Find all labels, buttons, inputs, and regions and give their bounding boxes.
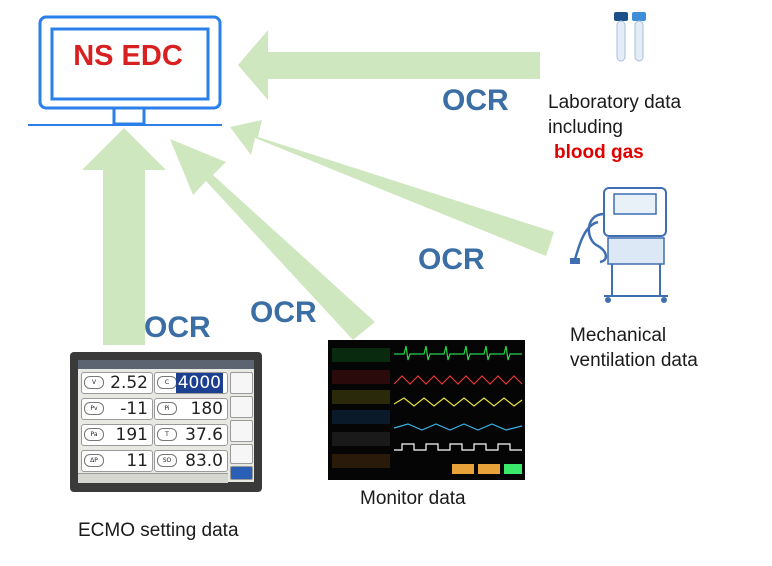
caption-monitor: Monitor data	[360, 488, 466, 509]
monitor-device-image	[328, 340, 525, 480]
ecmo-pven-value: -11	[120, 399, 148, 419]
caption-laboratory-line1: Laboratory data	[548, 92, 682, 113]
caption-mechanical: Mechanical ventilation data	[570, 323, 698, 373]
ventilator-icon	[570, 187, 668, 303]
ecmo-cell-rpm: C 4000	[154, 372, 228, 394]
ecmo-pint-value: 180	[190, 399, 223, 419]
ecmo-rpm-icon: C	[157, 376, 177, 389]
caption-mechanical-line1: Mechanical	[570, 325, 667, 346]
ocr-label-ecmo: OCR	[144, 311, 211, 344]
ecmo-tart-icon: T	[157, 428, 177, 441]
arrow-ecmo	[82, 128, 166, 345]
ecmo-alarm-icon	[230, 420, 253, 442]
ecmo-part-value: 191	[115, 425, 148, 445]
ecmo-grid-icon	[230, 396, 253, 418]
ecmo-bell-icon	[230, 444, 253, 464]
ecmo-home-icon	[230, 372, 253, 394]
ecmo-cell-tart: T 37.6	[154, 424, 228, 446]
ecmo-cell-pint: Pi 180	[154, 398, 228, 420]
caption-laboratory-line2: including	[548, 117, 623, 138]
ocr-label-mechanical: OCR	[418, 243, 485, 276]
monitor-screen	[328, 340, 525, 480]
ecmo-dp-icon: ΔP	[84, 454, 104, 467]
ecmo-cell-svo2: SO 83.0	[154, 450, 228, 472]
ecmo-status-bar	[78, 360, 254, 369]
ecmo-flow-value: 2.52	[110, 373, 148, 393]
ecmo-bottom-toolbar	[78, 473, 228, 483]
caption-mechanical-line2: ventilation data	[570, 350, 698, 371]
ecmo-rpm-value: 4000	[175, 373, 223, 393]
arrow-monitor	[170, 139, 375, 340]
ecmo-cell-flow: V 2.52	[81, 372, 153, 394]
arrow-mechanical	[230, 120, 554, 256]
ecmo-flow-icon: V	[84, 376, 104, 389]
test-tubes-icon	[614, 12, 646, 62]
ecmo-pint-icon: Pi	[157, 402, 177, 415]
computer-icon	[28, 15, 222, 126]
ecmo-cell-pven: Pv -11	[81, 398, 153, 420]
ecmo-device-image: V 2.52 C 4000 Pv -11 Pi 180 Pa 191 T 37.…	[70, 352, 262, 492]
ecmo-svo2-icon: SO	[157, 454, 177, 467]
ecmo-tart-value: 37.6	[185, 425, 223, 445]
ecmo-cell-part: Pa 191	[81, 424, 153, 446]
ecmo-svo2-value: 83.0	[185, 451, 223, 471]
edc-title: NS EDC	[73, 40, 183, 72]
ecmo-screen: V 2.52 C 4000 Pv -11 Pi 180 Pa 191 T 37.…	[78, 360, 254, 483]
ocr-label-monitor: OCR	[250, 296, 317, 329]
ecmo-part-icon: Pa	[84, 428, 104, 441]
ecmo-battery-icon	[230, 466, 253, 480]
caption-laboratory: Laboratory data including blood gas	[548, 90, 681, 165]
ecmo-cell-dp: ΔP 11	[81, 450, 153, 472]
ocr-label-laboratory: OCR	[442, 84, 509, 117]
caption-ecmo: ECMO setting data	[78, 520, 239, 541]
ecmo-dp-value: 11	[126, 451, 148, 471]
arrows	[82, 30, 554, 345]
ecmo-pven-icon: Pv	[84, 402, 104, 415]
arrow-laboratory	[238, 30, 540, 100]
caption-blood-gas: blood gas	[554, 142, 644, 163]
